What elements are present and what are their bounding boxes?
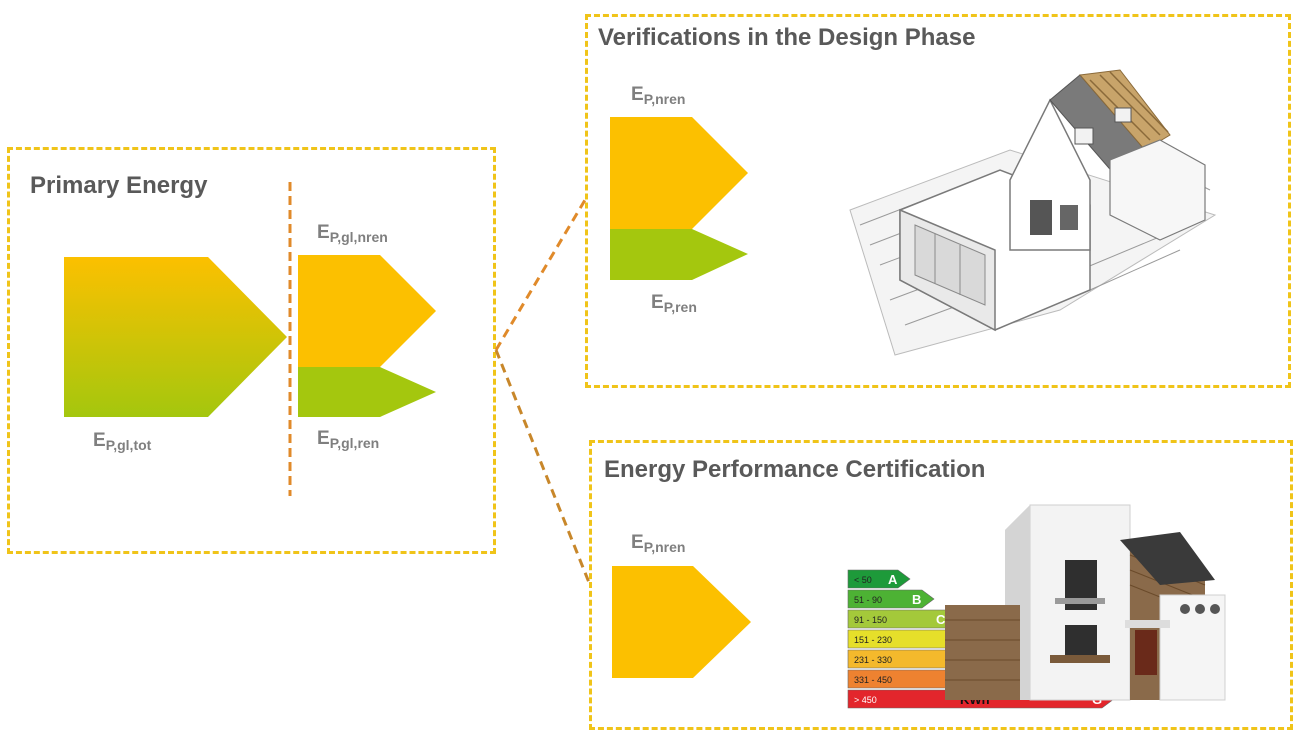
total-energy-arrow bbox=[64, 257, 287, 417]
primary-energy-box bbox=[7, 147, 496, 554]
rating-range-d: 151 - 230 bbox=[854, 635, 892, 645]
certification-title: Energy Performance Certification bbox=[604, 456, 986, 483]
label-ep-gl-tot: EP,gl,tot bbox=[93, 430, 152, 453]
label-ep-gl-ren: EP,gl,ren bbox=[317, 428, 380, 451]
rating-range-b: 51 - 90 bbox=[854, 595, 882, 605]
house-blueprint-illustration bbox=[849, 69, 1217, 356]
nren-arrow-primary bbox=[298, 255, 436, 367]
rating-range-c: 91 - 150 bbox=[854, 615, 887, 625]
label-ep-nren-design: EP,nren bbox=[631, 84, 686, 107]
rating-bar-a bbox=[847, 569, 911, 589]
modern-house-illustration bbox=[945, 504, 1226, 701]
rating-grade-c: C bbox=[936, 612, 946, 627]
label-ep-ren-design: EP,ren bbox=[651, 292, 697, 315]
connector-to-certification bbox=[494, 349, 592, 586]
nren-arrow-certification bbox=[612, 566, 751, 678]
rating-range-a: < 50 bbox=[854, 575, 872, 585]
rating-range-e: 231 - 330 bbox=[854, 655, 892, 665]
rating-grade-b: B bbox=[912, 592, 921, 607]
connector-to-design bbox=[494, 199, 587, 351]
rating-bar-b bbox=[847, 589, 935, 609]
nren-arrow-design bbox=[610, 117, 748, 229]
rating-range-g: > 450 bbox=[854, 695, 877, 705]
rating-range-f: 331 - 450 bbox=[854, 675, 892, 685]
label-ep-nren-certification: EP,nren bbox=[631, 532, 686, 555]
label-ep-gl-nren: EP,gl,nren bbox=[317, 222, 388, 245]
design-phase-title: Verifications in the Design Phase bbox=[598, 24, 976, 51]
ren-arrow-design bbox=[610, 229, 748, 280]
primary-energy-title: Primary Energy bbox=[30, 172, 208, 199]
design-phase-box bbox=[585, 14, 1291, 388]
ren-arrow-primary bbox=[298, 367, 436, 417]
rating-grade-a: A bbox=[888, 572, 898, 587]
